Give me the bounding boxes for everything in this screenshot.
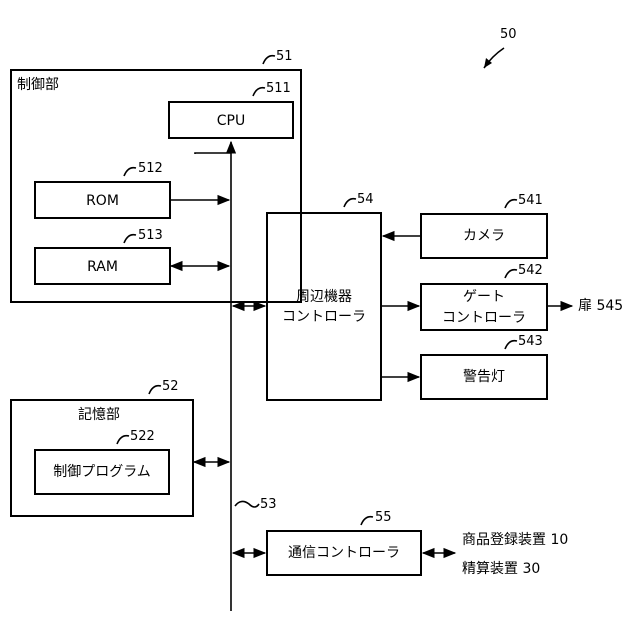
control-program-ref: 522 [130, 430, 155, 443]
leader-55 [361, 517, 373, 525]
rom-ref: 512 [138, 162, 163, 175]
external-device-2: 精算装置 30 [462, 562, 540, 576]
bus-ref: 53 [260, 498, 277, 511]
leader-513 [124, 235, 136, 243]
leader-543 [505, 341, 517, 349]
leader-52 [149, 386, 161, 394]
peripheral-controller-line2: コントローラ [267, 307, 381, 327]
camera-label: カメラ [421, 229, 547, 243]
external-device-1: 商品登録装置 10 [462, 533, 568, 547]
rom-label: ROM [35, 194, 170, 208]
gate-controller-line1: ゲート [421, 290, 547, 304]
leader-541 [505, 200, 517, 208]
control-unit-ref: 51 [276, 50, 293, 63]
leader-512 [124, 168, 136, 176]
bus-to-cpu-line [195, 153, 231, 154]
storage-unit-ref: 52 [162, 380, 179, 393]
leader-53 [235, 501, 259, 507]
peripheral-controller-ref: 54 [357, 193, 374, 206]
gate-controller-line2: コントローラ [421, 311, 547, 325]
comm-controller-label: 通信コントローラ [267, 546, 421, 560]
cpu-ref: 511 [266, 82, 291, 95]
cpu-label: CPU [169, 114, 293, 128]
control-program-label: 制御プログラム [35, 465, 169, 479]
camera-ref: 541 [518, 194, 543, 207]
leader-51 [263, 56, 275, 64]
control-unit-title: 制御部 [17, 78, 59, 92]
gate-controller-ref: 542 [518, 264, 543, 277]
leader-511 [253, 88, 265, 96]
leader-54 [344, 199, 356, 207]
leader-522 [117, 436, 129, 444]
warning-light-ref: 543 [518, 335, 543, 348]
comm-controller-ref: 55 [375, 511, 392, 524]
ram-label: RAM [35, 260, 170, 274]
system-ref: 50 [500, 28, 517, 41]
ram-ref: 513 [138, 229, 163, 242]
warning-light-label: 警告灯 [421, 370, 547, 384]
storage-unit-title: 記憶部 [78, 408, 120, 422]
leader-542 [505, 270, 517, 278]
door-label: 扉 545 [578, 299, 623, 313]
peripheral-controller-line1: 周辺機器 [267, 287, 381, 307]
